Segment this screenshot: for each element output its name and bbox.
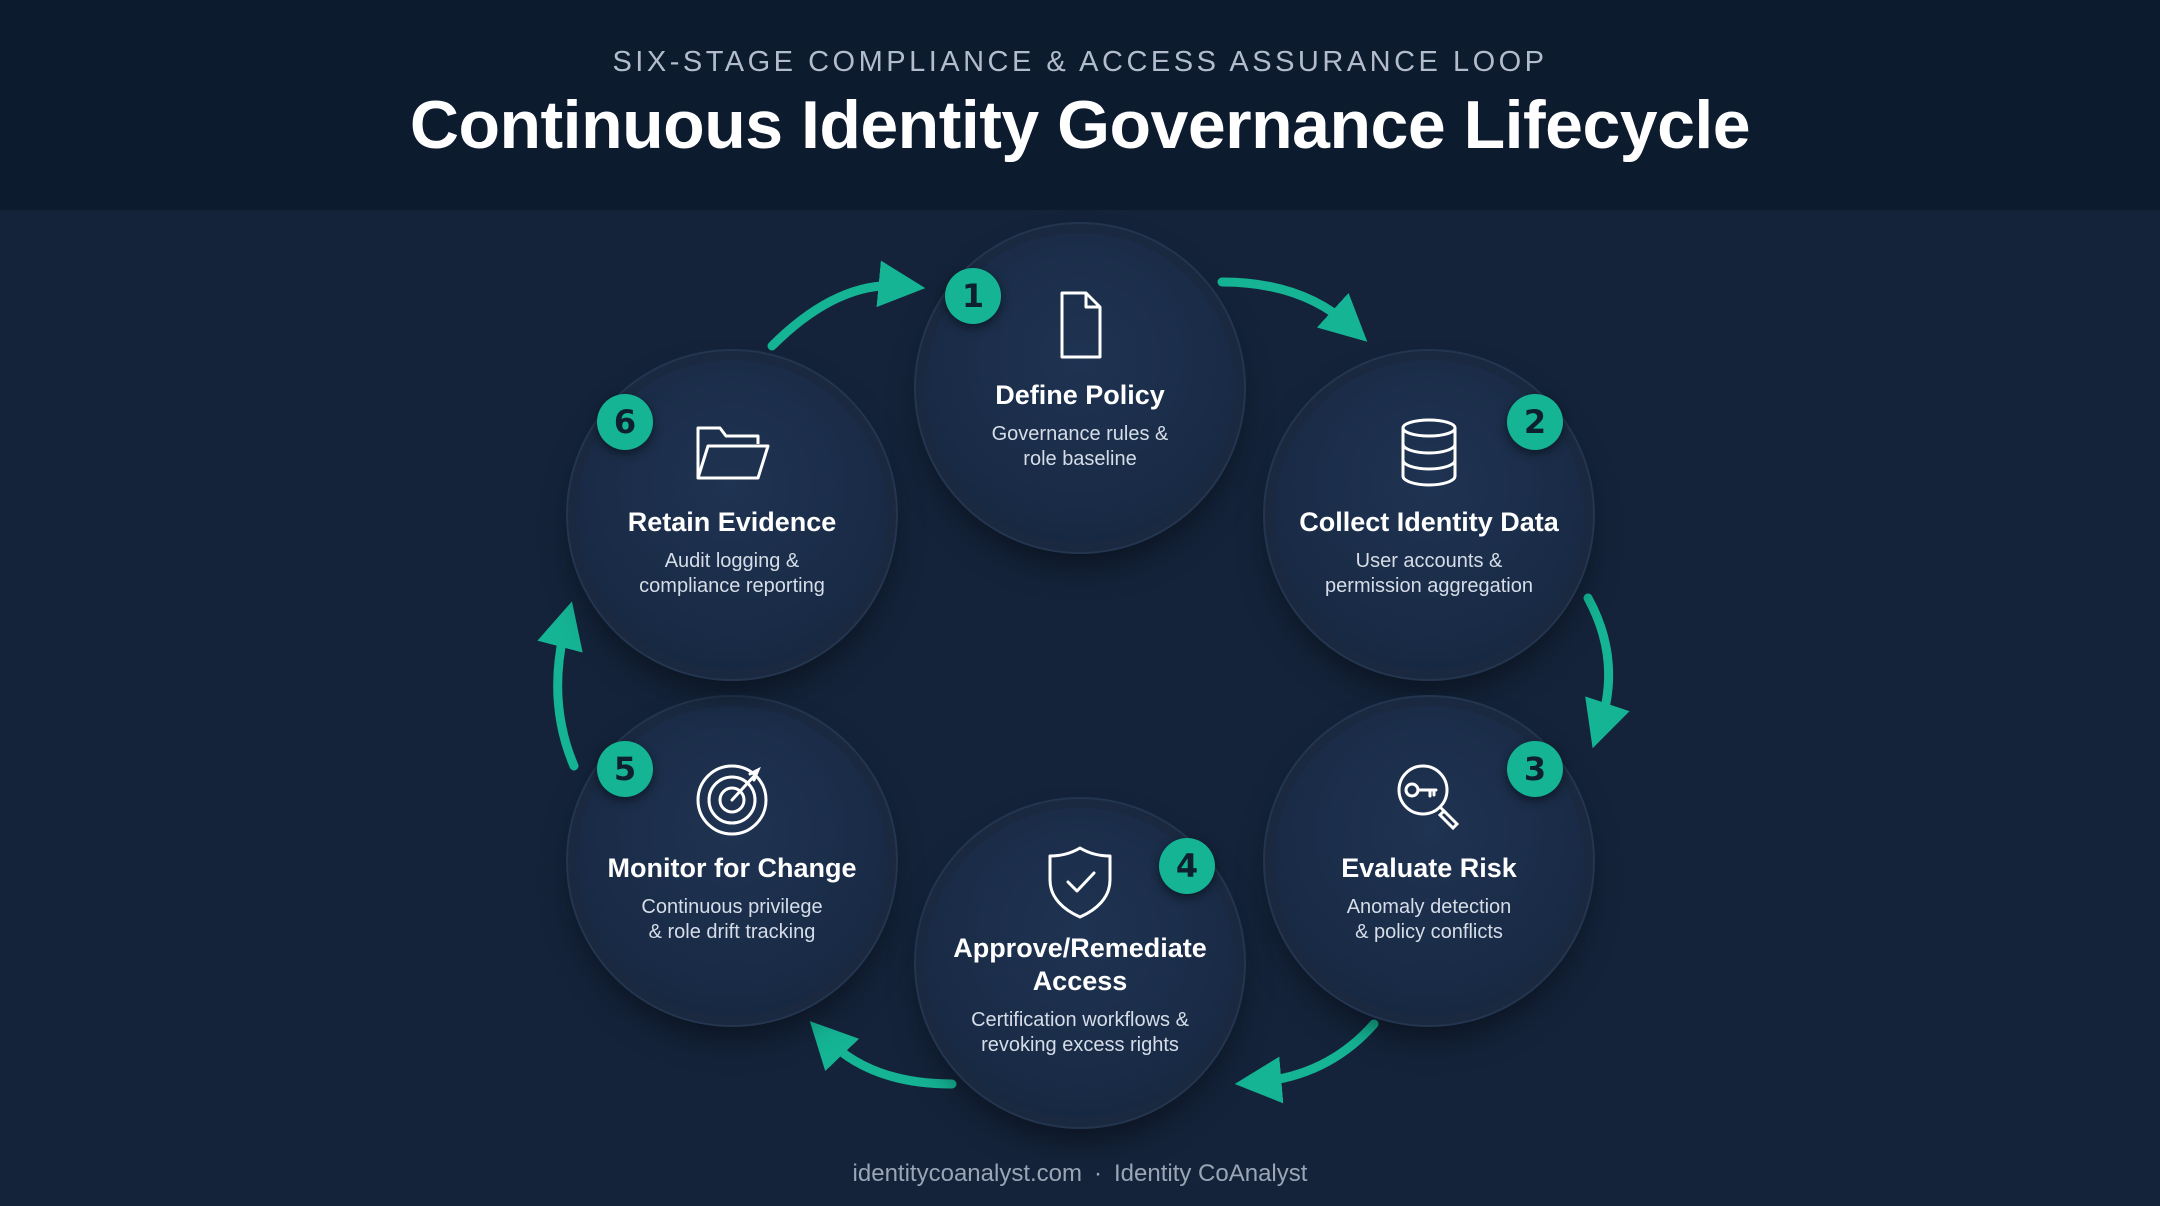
stage-description: Anomaly detection & policy conflicts	[1346, 896, 1512, 943]
stage-description: Governance rules & role baseline	[991, 423, 1169, 470]
stage-3-badge: 3	[1507, 741, 1563, 797]
arrow-6-to-1	[767, 260, 926, 351]
stage-1-badge: 1	[945, 268, 1001, 324]
stage-4-badge: 4	[1159, 838, 1215, 894]
footer: identitycoanalyst.com · Identity CoAnalyst	[0, 1160, 2160, 1188]
stage-title: Evaluate Risk	[1341, 853, 1517, 883]
arrow-2-to-3	[1583, 593, 1630, 749]
footer-site-link[interactable]: identitycoanalyst.com	[852, 1160, 1082, 1187]
page-title: Continuous Identity Governance Lifecycle	[409, 87, 1751, 163]
footer-brand: Identity CoAnalyst	[1114, 1160, 1308, 1187]
stage-title: Define Policy	[995, 380, 1165, 410]
stage-title: Approve/Remediate Access	[953, 933, 1207, 996]
target-icon	[692, 758, 772, 838]
stage-description: Audit logging & compliance reporting	[639, 550, 825, 597]
stage-6-badge: 6	[597, 394, 653, 450]
document-icon	[1040, 285, 1120, 365]
arrow-4-to-5	[809, 1021, 957, 1089]
stage-title: Retain Evidence	[627, 507, 837, 537]
stage-description: Certification workflows & revoking exces…	[971, 1009, 1189, 1056]
arrow-3-to-4	[1234, 1019, 1379, 1104]
key-search-icon	[1389, 758, 1469, 838]
stage-title: Monitor for Change	[607, 853, 857, 883]
stage-1-define-policy[interactable]: Define Policy Governance rules & role ba…	[925, 233, 1235, 543]
database-icon	[1389, 412, 1469, 492]
stage-description: User accounts & permission aggregation	[1325, 550, 1533, 597]
folder-icon	[692, 412, 772, 492]
arrow-1-to-2	[1217, 277, 1368, 342]
header-band: SIX-STAGE COMPLIANCE & ACCESS ASSURANCE …	[0, 0, 2160, 210]
stage-5-badge: 5	[597, 741, 653, 797]
stage-2-badge: 2	[1507, 394, 1563, 450]
page-subtitle: SIX-STAGE COMPLIANCE & ACCESS ASSURANCE …	[612, 46, 1548, 78]
arrow-5-to-6	[537, 601, 583, 771]
stage-description: Continuous privilege & role drift tracki…	[641, 896, 823, 943]
footer-separator: ·	[1094, 1160, 1102, 1187]
stage-title: Collect Identity Data	[1299, 507, 1559, 537]
shield-check-icon	[1040, 842, 1120, 922]
